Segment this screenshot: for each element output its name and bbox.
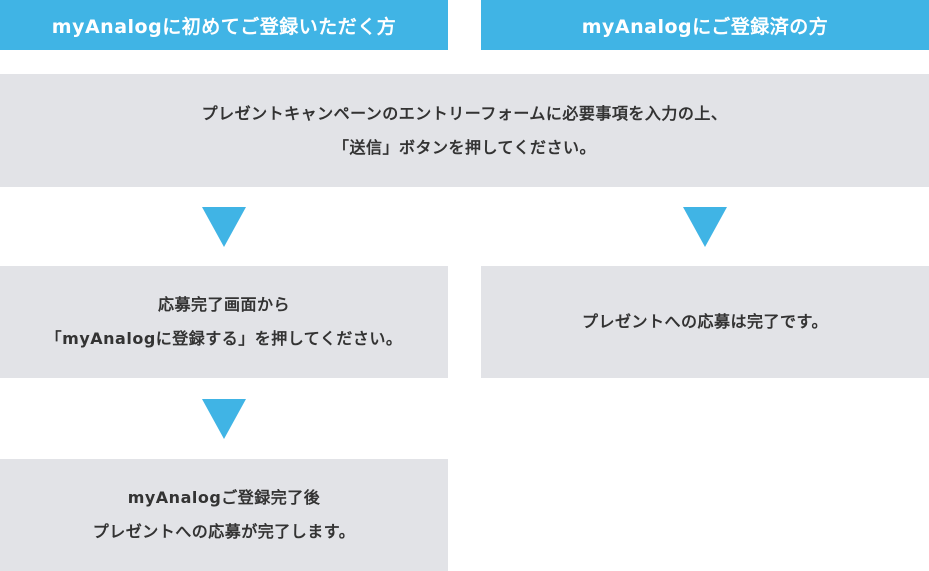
header-new-user: myAnalogに初めてご登録いただく方 <box>0 0 448 50</box>
header-registered-user-label: myAnalogにご登録済の方 <box>581 15 829 38</box>
down-arrow-icon <box>202 207 246 247</box>
step-new-user-register-line1: 応募完了画面から <box>157 295 290 314</box>
step-new-user-complete-line2: プレゼントへの応募が完了します。 <box>92 522 356 541</box>
step-entry-form-line1: プレゼントキャンペーンのエントリーフォームに必要事項を入力の上、 <box>201 103 728 123</box>
step-new-user-register-line2: 「myAnalogに登録する」を押してください。 <box>45 329 403 348</box>
step-entry-form: プレゼントキャンペーンのエントリーフォームに必要事項を入力の上、 「送信」ボタン… <box>0 74 929 187</box>
step-new-user-complete: myAnalogご登録完了後 プレゼントへの応募が完了します。 <box>0 459 448 571</box>
step-registered-user-complete: プレゼントへの応募は完了です。 <box>481 266 929 378</box>
header-new-user-label: myAnalogに初めてご登録いただく方 <box>51 15 397 38</box>
step-new-user-register: 応募完了画面から 「myAnalogに登録する」を押してください。 <box>0 266 448 378</box>
down-arrow-icon <box>683 207 727 247</box>
header-registered-user: myAnalogにご登録済の方 <box>481 0 929 50</box>
step-registered-user-complete-line1: プレゼントへの応募は完了です。 <box>582 312 828 331</box>
step-new-user-complete-line1: myAnalogご登録完了後 <box>127 488 321 507</box>
step-entry-form-line2: 「送信」ボタンを押してください。 <box>332 137 597 157</box>
down-arrow-icon <box>202 399 246 439</box>
